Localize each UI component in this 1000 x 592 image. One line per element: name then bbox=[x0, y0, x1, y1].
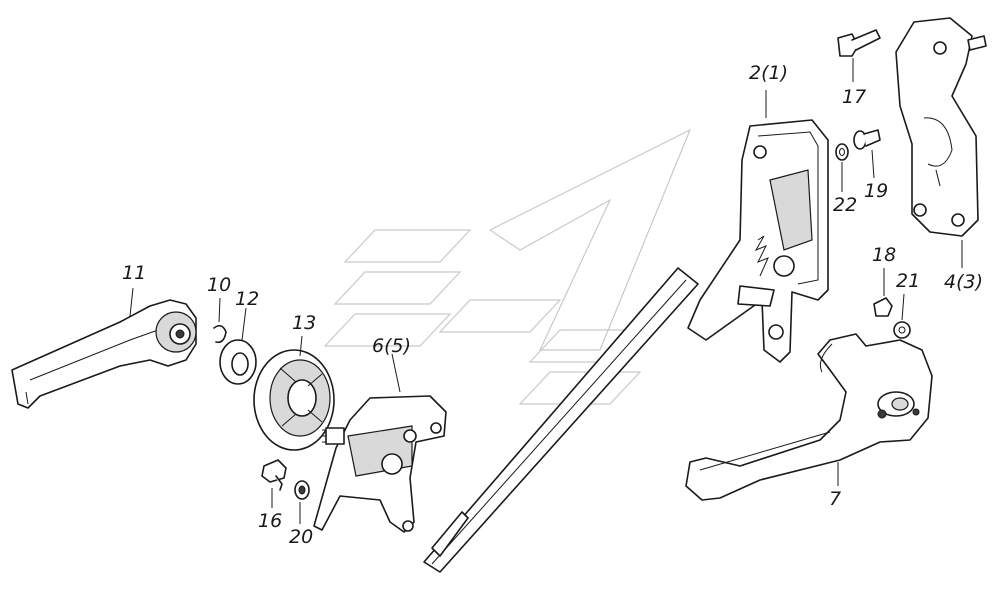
label-part-10: 10 bbox=[207, 274, 232, 296]
watermark-logo bbox=[323, 128, 692, 405]
part-21-washer bbox=[893, 293, 911, 339]
label-part-19: 19 bbox=[864, 180, 889, 202]
label-part-21: 21 bbox=[896, 270, 921, 292]
part-22-washer bbox=[835, 143, 849, 192]
label-part-18: 18 bbox=[872, 244, 897, 266]
part-7-outer-handle bbox=[685, 333, 933, 501]
label-part-13: 13 bbox=[292, 312, 317, 334]
label-part-12: 12 bbox=[235, 288, 260, 310]
label-part-4-3: 4(3) bbox=[944, 271, 984, 293]
part-4-striker bbox=[895, 17, 987, 268]
label-part-20: 20 bbox=[289, 526, 314, 548]
part-16-bolt bbox=[261, 459, 287, 508]
part-13-rosette bbox=[253, 335, 335, 451]
label-part-11: 11 bbox=[122, 262, 147, 284]
part-17-bolt bbox=[837, 29, 881, 82]
label-part-16: 16 bbox=[258, 510, 283, 532]
part-11-inner-handle bbox=[11, 287, 197, 409]
part-18-bolt bbox=[873, 268, 893, 317]
part-10-clip bbox=[213, 297, 227, 344]
label-part-2-1: 2(1) bbox=[749, 62, 789, 84]
part-12-washer bbox=[219, 307, 257, 385]
label-part-7: 7 bbox=[829, 488, 842, 510]
link-rod bbox=[423, 267, 699, 573]
label-part-6-5: 6(5) bbox=[372, 335, 412, 357]
part-19-screw bbox=[853, 129, 881, 179]
part-20-washer bbox=[294, 480, 310, 524]
label-part-22: 22 bbox=[833, 194, 858, 216]
part-2-lock-plate bbox=[687, 90, 829, 363]
part-6-lock-mechanism bbox=[313, 353, 447, 533]
label-part-17: 17 bbox=[842, 86, 867, 108]
